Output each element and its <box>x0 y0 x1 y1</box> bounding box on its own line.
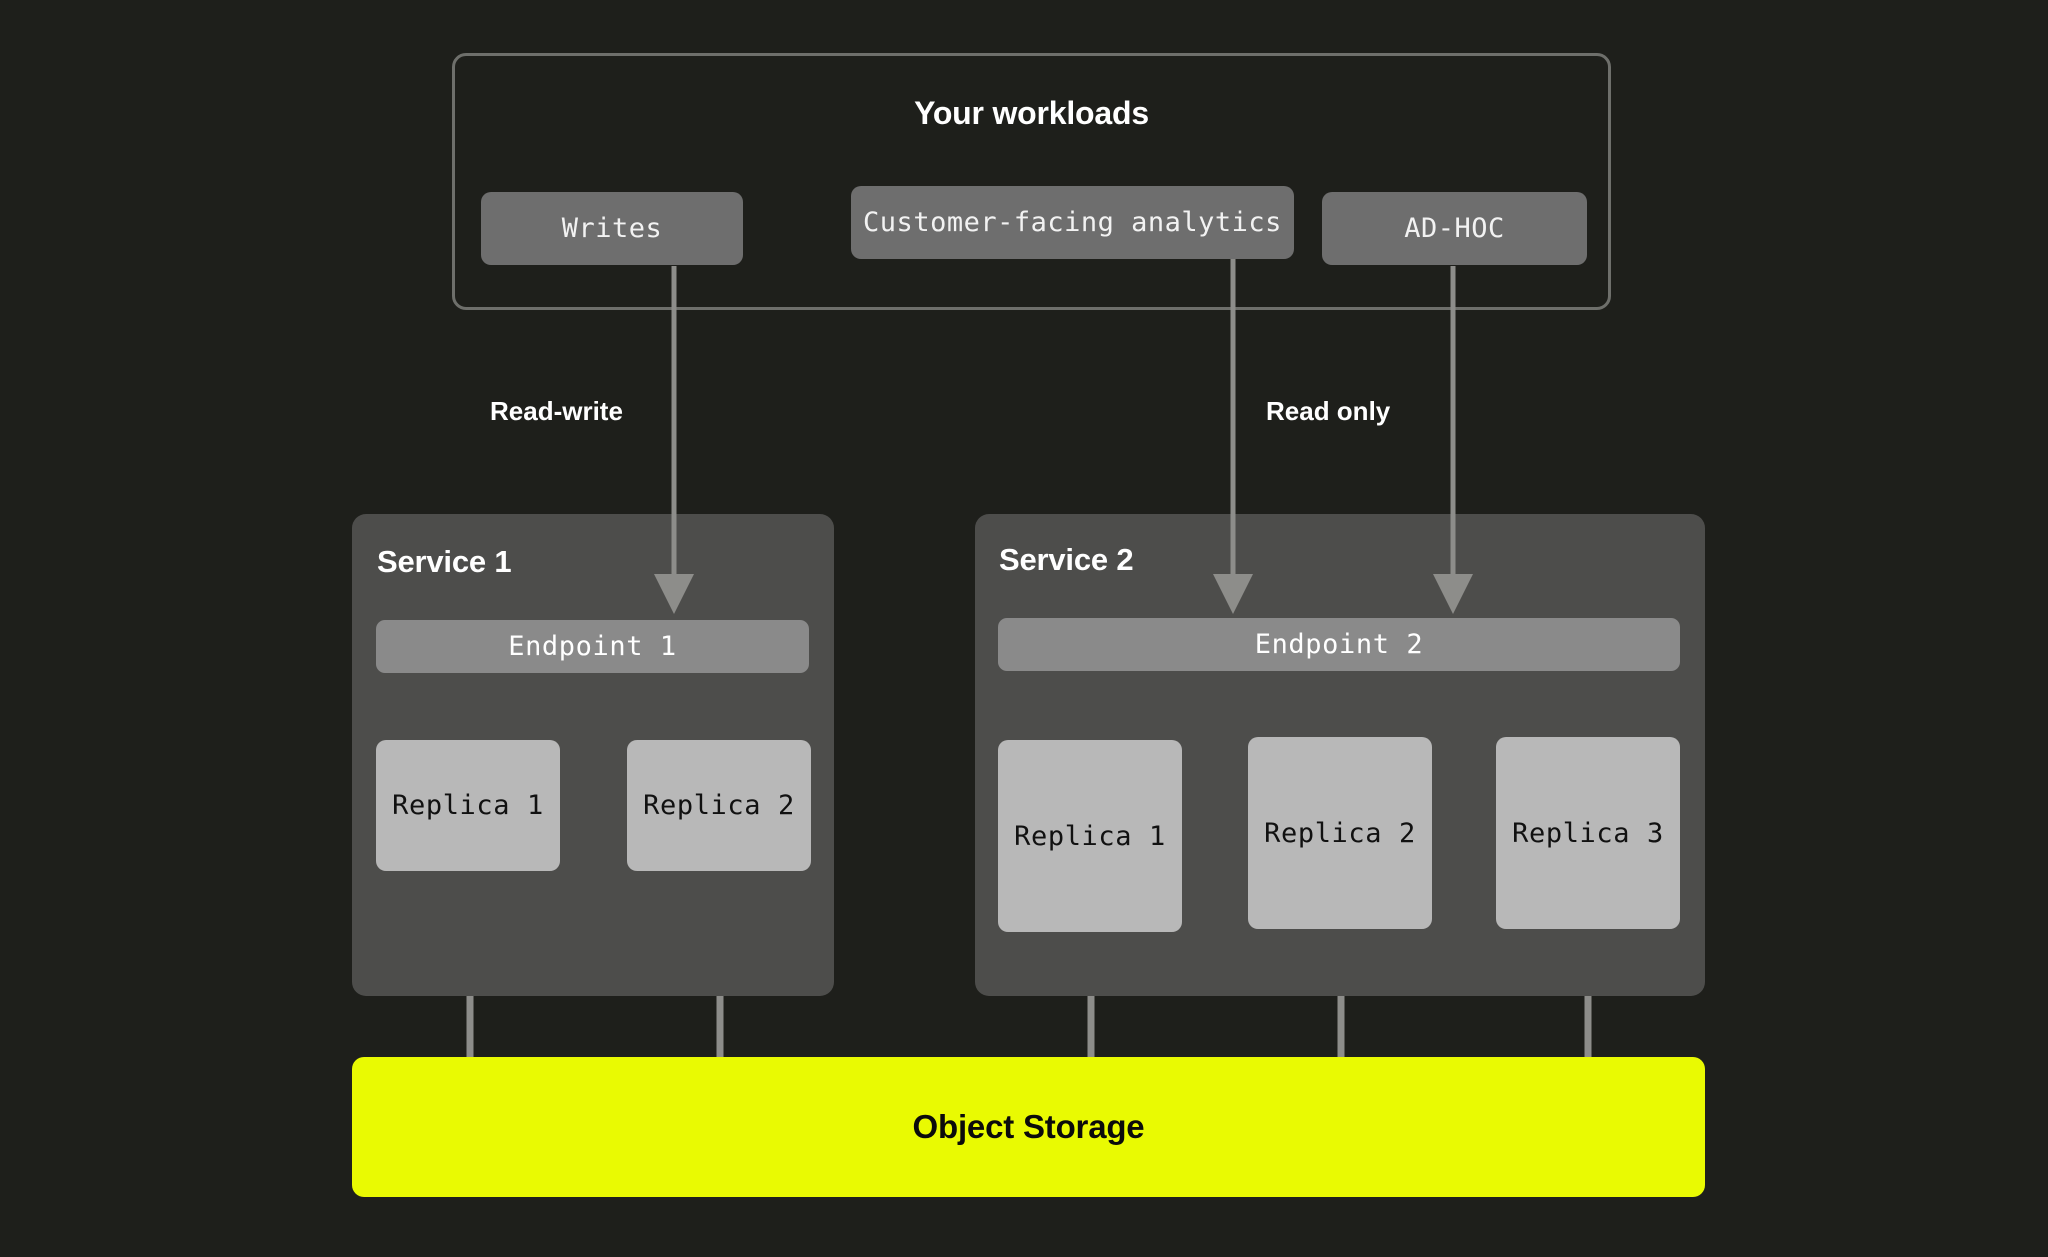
service-1-title: Service 1 <box>377 544 512 579</box>
service-2-endpoint[interactable]: Endpoint 2 <box>998 618 1680 671</box>
edge-label-read-only: Read only <box>1266 396 1391 426</box>
service-1-endpoint[interactable]: Endpoint 1 <box>376 620 809 673</box>
edge-label-read-write: Read-write <box>490 396 623 426</box>
workloads-container <box>452 53 1611 310</box>
service-2-title: Service 2 <box>999 542 1134 577</box>
service-2-replica-2[interactable]: Replica 2 <box>1248 737 1432 929</box>
workloads-title: Your workloads <box>914 95 1149 131</box>
service-1-replica-2[interactable]: Replica 2 <box>627 740 811 871</box>
workload-chip-writes[interactable]: Writes <box>481 192 743 265</box>
service-1-replica-1[interactable]: Replica 1 <box>376 740 560 871</box>
workload-chip-ad-hoc[interactable]: AD-HOC <box>1322 192 1587 265</box>
workload-chip-customer-facing-analytics[interactable]: Customer-facing analytics <box>851 186 1294 259</box>
service-2-replica-3[interactable]: Replica 3 <box>1496 737 1680 929</box>
object-storage-bar[interactable]: Object Storage <box>352 1057 1705 1197</box>
service-2-replica-1[interactable]: Replica 1 <box>998 740 1182 932</box>
